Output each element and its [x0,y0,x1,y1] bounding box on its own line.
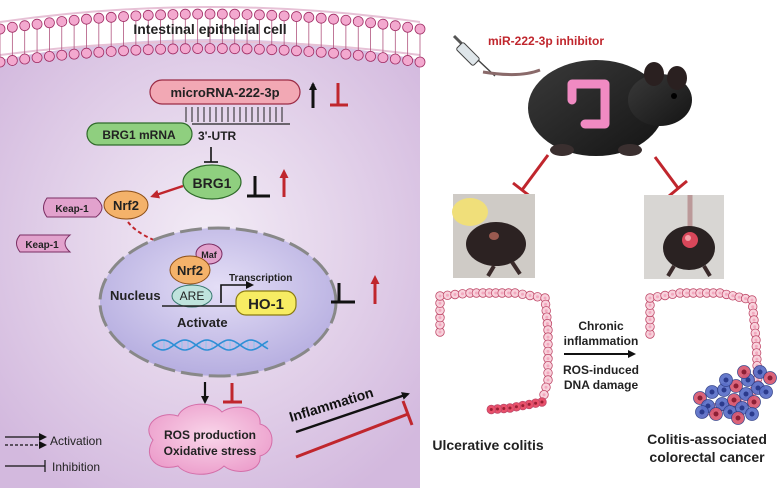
inhibit-brg1-icon [247,176,270,198]
microrna-222-3p: microRNA-222-3p [149,79,301,105]
inhibit-brg1-translation [204,147,218,163]
svg-text:Keap-1: Keap-1 [55,204,89,215]
nrf2-nuclear: Nrf2 [169,255,211,285]
keap1-free: Keap-1 [16,234,72,253]
inhibit-cancer-icon [653,156,688,198]
legend: Activation Inhibition [5,433,102,474]
activate-label: Activate [177,315,228,330]
svg-text:HO-1: HO-1 [248,296,284,313]
svg-text:Nrf2: Nrf2 [113,198,139,213]
inflammation-inhibit-icon [295,400,414,459]
inhibit-ros-icon [223,383,242,404]
are-element: ARE [171,284,213,308]
brg1-protein: BRG1 [182,164,242,200]
svg-text:ROS production: ROS production [164,428,256,442]
cancer-label-1: Colitis-associated [647,431,767,447]
inhibit-colitis-icon [512,154,550,199]
keap1-nrf2-complex: Keap-1 Nrf2 [43,190,149,220]
inhibit-mirna-icon [330,83,348,107]
mouse-image [482,60,692,156]
legend-inhibition: Inhibition [52,460,100,474]
svg-text:Oxidative stress: Oxidative stress [164,444,257,458]
svg-text:BRG1: BRG1 [193,175,232,191]
base-pairing [185,107,283,122]
transcription-label: Transcription [229,273,292,284]
chronic-label-2: inflammation [564,334,639,348]
dna-helix-icon [151,339,269,351]
svg-text:ARE: ARE [180,289,205,303]
syringe-icon [452,34,496,77]
cell-membrane [0,8,426,68]
brg1-mrna: BRG1 mRNA [86,122,193,146]
colitis-label: Ulcerative colitis [432,437,543,453]
inflammation-arrow [295,392,410,434]
ho1-gene: HO-1 [235,290,297,316]
ros-dna-label-1: ROS-induced [563,363,639,377]
legend-activation: Activation [50,434,102,448]
ros-cloud: ROS production Oxidative stress [148,403,273,475]
cancer-label-2: colorectal cancer [649,449,765,465]
inhibit-ho1-icon [331,283,355,304]
svg-text:microRNA-222-3p: microRNA-222-3p [170,85,279,100]
colon-ulcerative-colitis [435,288,553,415]
svg-text:BRG1 mRNA: BRG1 mRNA [102,128,176,142]
colon-colorectal-cancer [645,288,777,425]
colitis-photo [452,194,535,278]
ros-dna-label-2: DNA damage [564,378,639,392]
colon-highlight-icon [567,79,610,129]
activation-arrow-brg1-nrf2 [150,184,184,199]
chronic-label-1: Chronic [578,319,624,333]
svg-text:Nrf2: Nrf2 [177,263,203,278]
utr-label: 3'-UTR [198,129,237,143]
transcription-arrow [220,281,254,303]
svg-text:Maf: Maf [201,250,218,260]
svg-text:Keap-1: Keap-1 [25,240,59,251]
cancer-photo [644,195,724,279]
nucleus-label: Nucleus [110,288,161,303]
inhibitor-label: miR-222-3p inhibitor [488,34,604,48]
cell-title: Intestinal epithelial cell [133,21,286,37]
